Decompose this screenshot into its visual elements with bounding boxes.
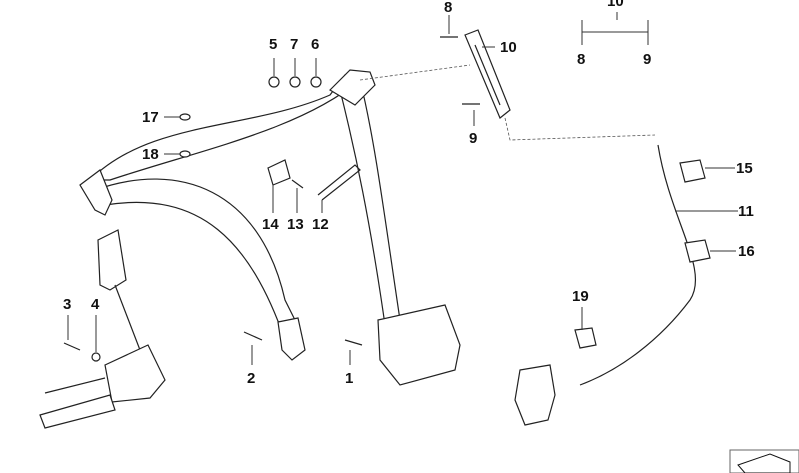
tree-right-label: 9 (643, 51, 651, 68)
callout-3[interactable]: 3 (63, 296, 71, 313)
clip-15 (679, 159, 706, 183)
callout-7[interactable]: 7 (290, 36, 298, 53)
adjuster-link (359, 64, 656, 141)
callout-15[interactable]: 15 (736, 160, 753, 177)
callout-17[interactable]: 17 (142, 109, 159, 126)
washer-6 (310, 76, 322, 88)
tree-left-label: 8 (577, 51, 585, 68)
callout-8[interactable]: 8 (444, 0, 452, 16)
callout-1[interactable]: 1 (345, 370, 353, 387)
belt-vertical (339, 79, 401, 326)
bolt-1 (344, 339, 363, 346)
callout-6[interactable]: 6 (311, 36, 319, 53)
leader-lines (67, 12, 738, 365)
retractor (377, 304, 461, 386)
callout-4[interactable]: 4 (91, 296, 100, 313)
callout-5[interactable]: 5 (269, 36, 277, 53)
buckle (97, 229, 127, 291)
callout-9[interactable]: 9 (469, 130, 477, 147)
buckle-cable (114, 284, 141, 351)
clip-19 (574, 327, 597, 349)
callout-10[interactable]: 10 (500, 39, 517, 56)
belt-guide-loop (79, 169, 113, 216)
block-icon (737, 453, 791, 473)
callout-19[interactable]: 19 (572, 288, 589, 305)
upper-anchor (329, 69, 376, 106)
callout-12[interactable]: 12 (312, 216, 329, 233)
buckle-tube (39, 394, 116, 429)
clip-16 (684, 239, 711, 263)
callout-14[interactable]: 14 (262, 216, 279, 233)
cap-18 (179, 150, 191, 158)
tree-parent-label: 10 (607, 0, 624, 10)
belt-webbing-upper (88, 74, 362, 181)
callout-16[interactable]: 16 (738, 243, 755, 260)
buckle-wire (44, 377, 106, 394)
bolt-2 (243, 331, 263, 341)
nut-5 (268, 76, 280, 88)
belt-webbing-lower (94, 178, 301, 341)
adjuster-slots (474, 44, 501, 106)
tensioner-unit (514, 364, 556, 426)
lower-anchor-plate (277, 317, 306, 361)
tensioner-cable (579, 144, 697, 386)
callout-11[interactable]: 11 (738, 203, 754, 220)
nut-7 (289, 76, 301, 88)
bolt-3 (63, 342, 81, 351)
screw-13 (291, 179, 304, 189)
callout-2[interactable]: 2 (247, 370, 255, 387)
cap-17 (179, 113, 191, 121)
bracket-14 (267, 159, 291, 186)
callout-13[interactable]: 13 (287, 216, 304, 233)
buckle-base (104, 344, 166, 403)
bracket-12 (317, 164, 361, 201)
callout-18[interactable]: 18 (142, 146, 159, 163)
washer-4 (91, 352, 101, 362)
